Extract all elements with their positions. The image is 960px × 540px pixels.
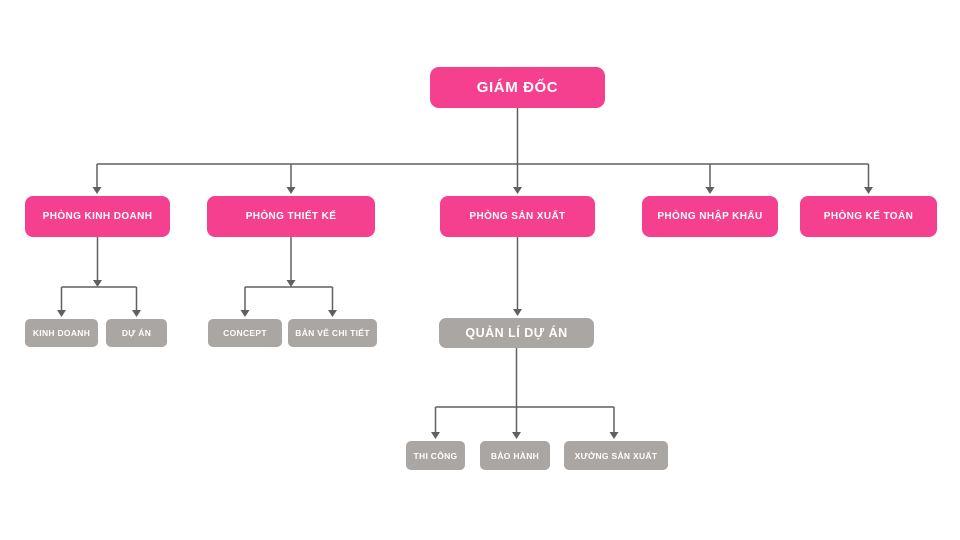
node-phong-nhap-khau: PHÒNG NHẬP KHẨU	[642, 196, 778, 237]
node-phong-thiet-ke: PHÒNG THIẾT KẾ	[207, 196, 375, 237]
node-ban-ve-chi-tiet: BẢN VẼ CHI TIẾT	[288, 319, 377, 347]
node-phong-san-xuat: PHÒNG SẢN XUẤT	[440, 196, 595, 237]
node-phong-ke-toan: PHÒNG KẾ TOÁN	[800, 196, 937, 237]
node-thi-cong: THI CÔNG	[406, 441, 465, 470]
node-phong-kinh-doanh: PHÒNG KINH DOANH	[25, 196, 170, 237]
node-kinh-doanh: KINH DOANH	[25, 319, 98, 347]
node-bao-hanh: BẢO HÀNH	[480, 441, 550, 470]
node-quan-li-du-an: QUẢN LÍ DỰ ÁN	[439, 318, 594, 348]
node-giam-doc: GIÁM ĐỐC	[430, 67, 605, 108]
node-du-an: DỰ ÁN	[106, 319, 167, 347]
node-concept: CONCEPT	[208, 319, 282, 347]
node-xuong-san-xuat: XƯỞNG SẢN XUẤT	[564, 441, 668, 470]
